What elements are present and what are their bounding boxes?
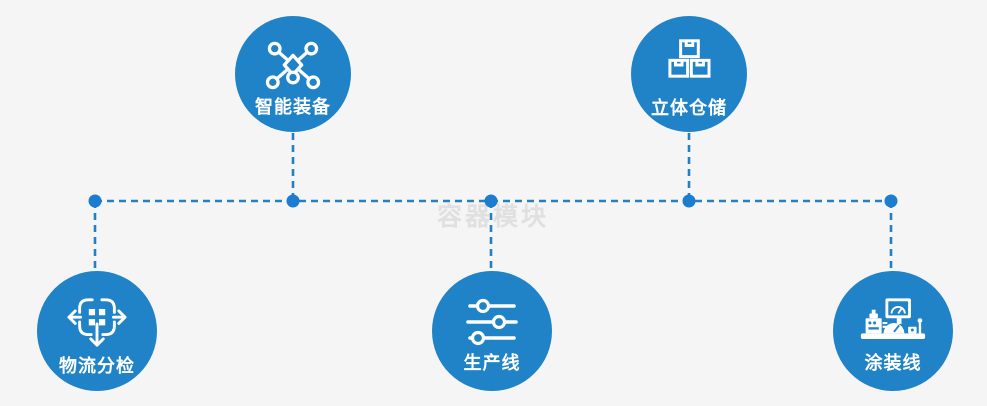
node-painting-line[interactable]: 涂装线 xyxy=(833,271,953,391)
junction-dot xyxy=(88,194,102,208)
node-label-production-line: 生产线 xyxy=(463,352,521,373)
network-nodes-icon xyxy=(265,41,321,89)
junction-dot xyxy=(286,194,300,208)
node-smart-equipment[interactable]: 智能装备 xyxy=(235,16,351,132)
node-label-painting-line: 涂装线 xyxy=(864,352,922,373)
junction-dot xyxy=(884,194,898,208)
sliders-icon xyxy=(466,298,518,345)
junction-dot xyxy=(682,194,696,208)
control-console-icon xyxy=(860,297,926,339)
distribute-arrows-icon xyxy=(67,297,127,347)
node-label-smart-equipment: 智能装备 xyxy=(255,96,331,117)
junction-dot xyxy=(484,194,498,208)
node-stereo-warehouse[interactable]: 立体仓储 xyxy=(631,16,747,132)
node-label-stereo-warehouse: 立体仓储 xyxy=(651,97,727,118)
stacked-boxes-icon xyxy=(668,38,711,78)
node-label-logistics-sorting: 物流分检 xyxy=(59,355,135,376)
node-production-line[interactable]: 生产线 xyxy=(432,271,552,391)
node-logistics-sorting[interactable]: 物流分检 xyxy=(37,271,157,391)
